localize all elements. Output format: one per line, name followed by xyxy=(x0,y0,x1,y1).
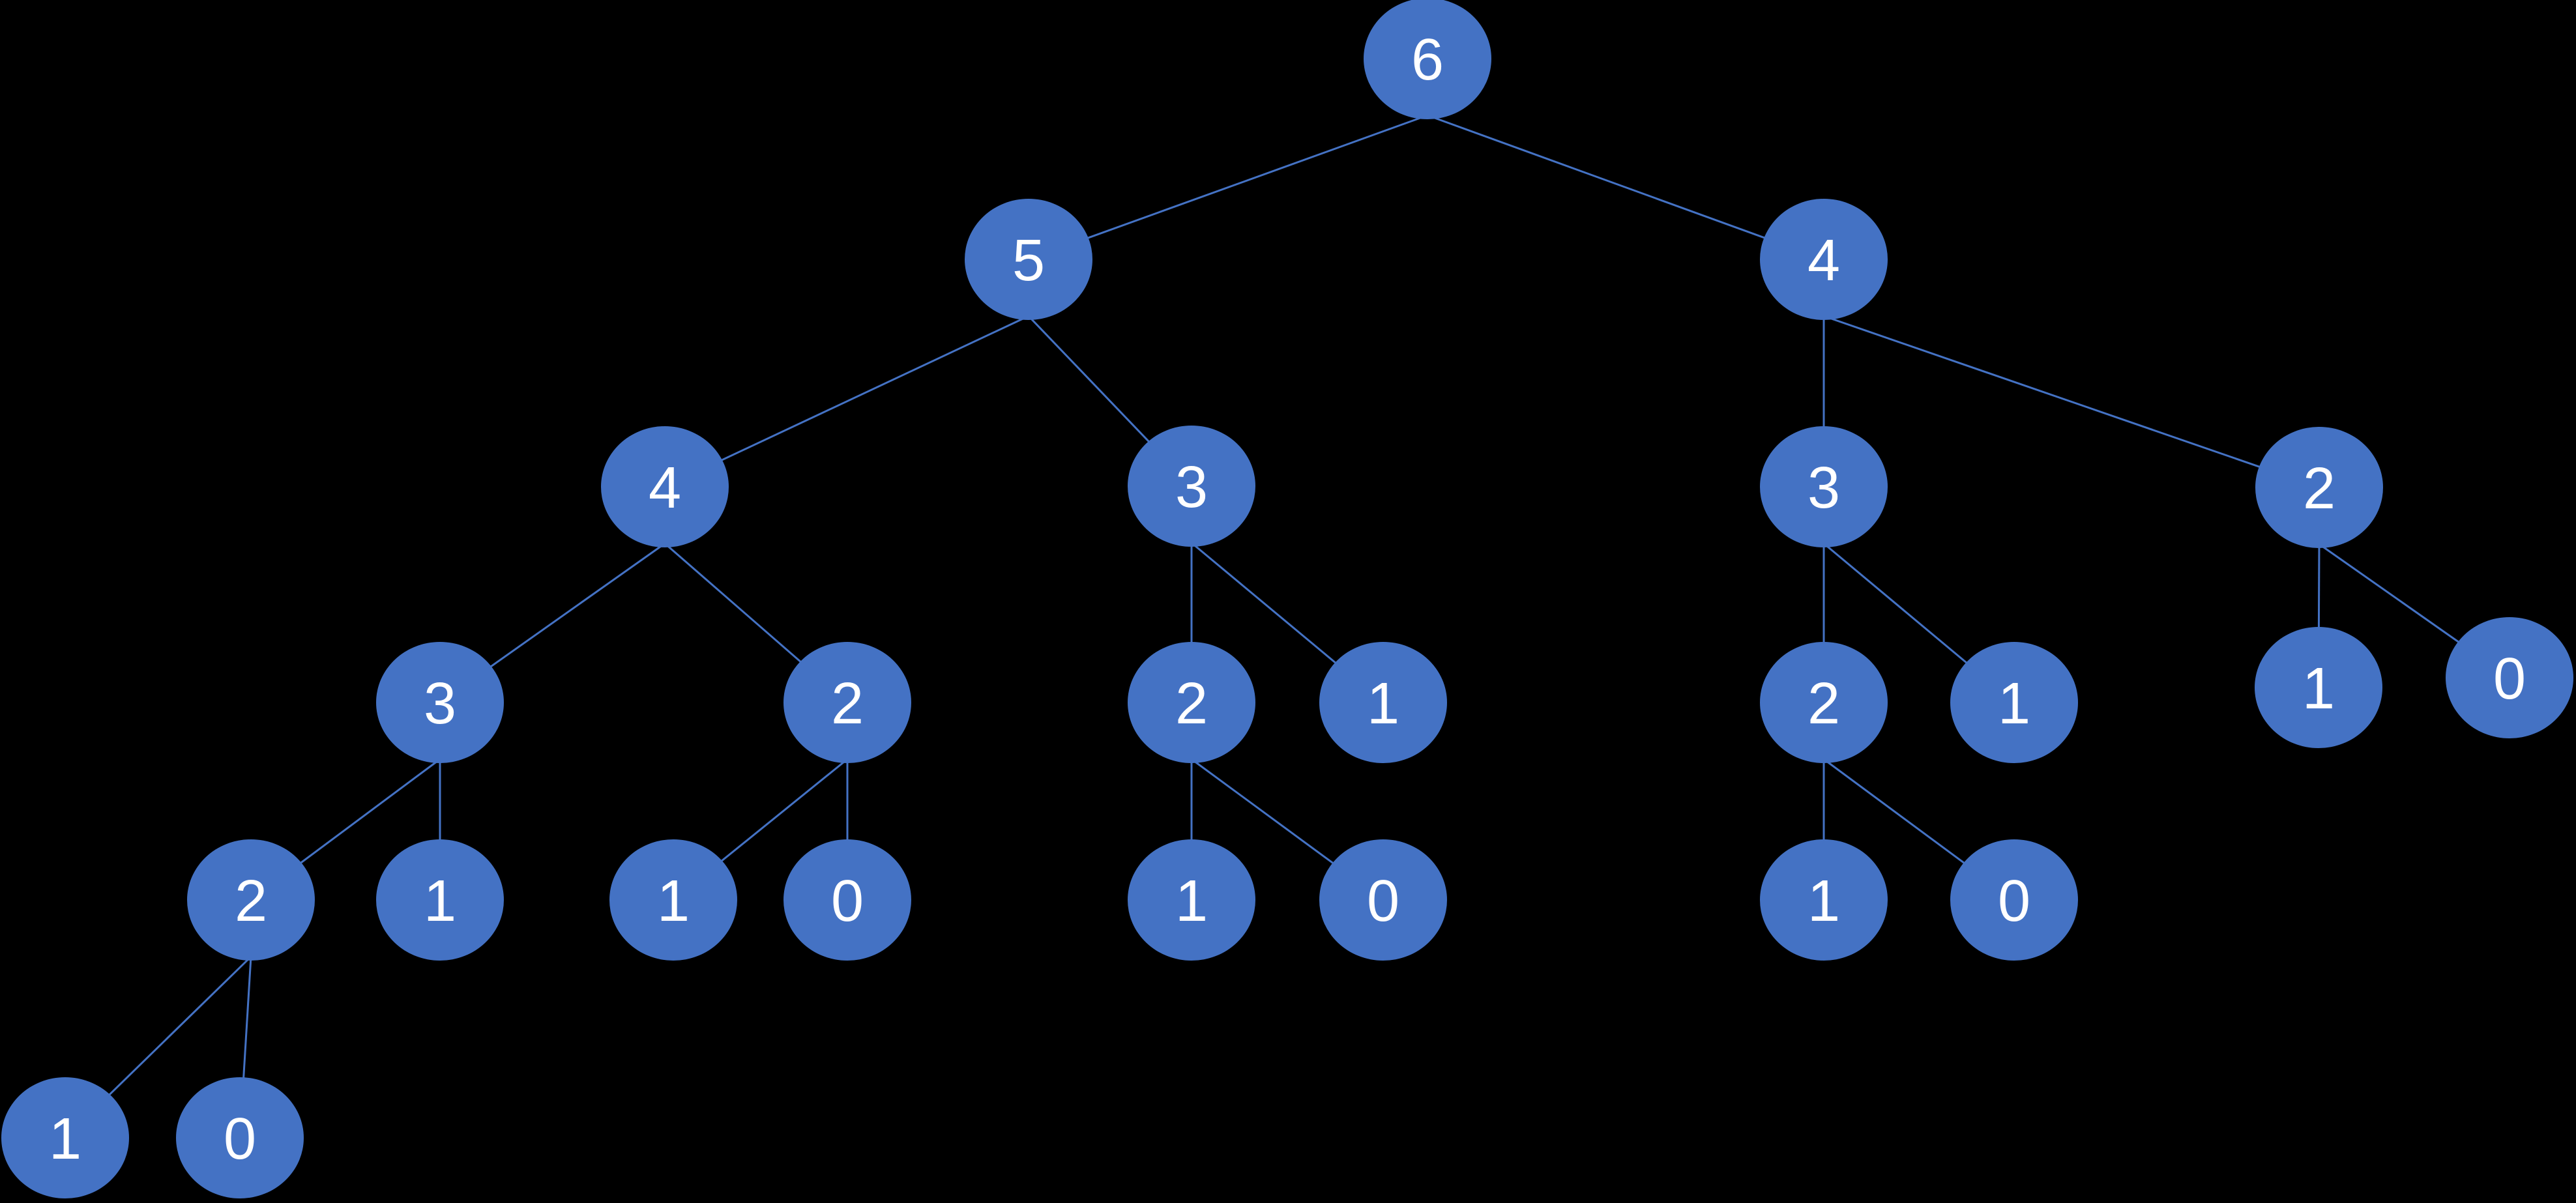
tree-edges-layer xyxy=(64,114,2510,1139)
tree-node-circle xyxy=(783,839,911,961)
tree-node-circle xyxy=(1128,426,1255,547)
tree-node-circle xyxy=(1760,199,1888,320)
tree-node-circle xyxy=(1760,642,1888,763)
tree-node: 4 xyxy=(601,426,729,547)
tree-node-circle xyxy=(1950,642,2078,763)
tree-node: 1 xyxy=(1950,642,2078,763)
tree-node-label: 1 xyxy=(1367,671,1399,736)
tree-node-circle xyxy=(783,642,911,763)
tree-node-label: 3 xyxy=(1808,456,1840,521)
tree-node-circle xyxy=(187,839,315,961)
tree-node: 5 xyxy=(965,199,1092,320)
tree-node-circle xyxy=(2255,427,2383,548)
tree-node: 0 xyxy=(783,839,911,961)
tree-node-label: 2 xyxy=(1175,671,1208,736)
tree-node-label: 1 xyxy=(657,869,690,934)
tree-node-label: 0 xyxy=(1998,869,2030,934)
tree-node-label: 1 xyxy=(1175,869,1208,934)
tree-node-label: 1 xyxy=(1998,671,2030,736)
tree-node-circle xyxy=(1950,839,2078,961)
tree-node: 1 xyxy=(1760,839,1888,961)
tree-edge xyxy=(664,315,1029,488)
tree-node: 0 xyxy=(1319,839,1447,961)
tree-node-label: 0 xyxy=(1367,869,1399,934)
tree-node: 2 xyxy=(783,642,911,763)
tree-node: 0 xyxy=(1950,839,2078,961)
tree-node-label: 1 xyxy=(1808,869,1840,934)
tree-node: 1 xyxy=(376,839,504,961)
tree-edge xyxy=(1427,114,1824,261)
tree-node-label: 4 xyxy=(649,456,681,521)
tree-node-label: 4 xyxy=(1808,228,1840,293)
tree-edge xyxy=(1028,114,1428,261)
tree-node-circle xyxy=(965,199,1092,320)
tree-node-circle xyxy=(2255,627,2382,748)
tree-node: 2 xyxy=(187,839,315,961)
tree-node-circle xyxy=(609,839,737,961)
tree-node-circle xyxy=(376,839,504,961)
tree-node: 0 xyxy=(2446,617,2573,738)
tree-node-circle xyxy=(1364,0,1491,119)
tree-node-circle xyxy=(1128,642,1255,763)
tree-node: 0 xyxy=(176,1077,304,1198)
tree-node-circle xyxy=(1760,839,1888,961)
tree-node-label: 2 xyxy=(1808,671,1840,736)
tree-node: 4 xyxy=(1760,199,1888,320)
tree-node: 1 xyxy=(1128,839,1255,961)
tree-node-label: 6 xyxy=(1411,27,1444,93)
tree-node-label: 0 xyxy=(2493,646,2526,712)
tree-node-label: 0 xyxy=(831,869,864,934)
tree-node-circle xyxy=(601,426,729,547)
tree-node-circle xyxy=(1128,839,1255,961)
tree-node-circle xyxy=(1319,642,1447,763)
tree-node-label: 5 xyxy=(1012,228,1045,293)
tree-node: 2 xyxy=(2255,427,2383,548)
tree-node-circle xyxy=(176,1077,304,1198)
tree-node-circle xyxy=(376,642,504,763)
tree-node-label: 1 xyxy=(2302,656,2335,721)
tree-node-circle xyxy=(2446,617,2573,738)
tree-node: 2 xyxy=(1760,642,1888,763)
tree-node: 1 xyxy=(1,1077,129,1198)
tree-node: 3 xyxy=(376,642,504,763)
tree-node: 1 xyxy=(1319,642,1447,763)
tree-node-label: 2 xyxy=(2303,456,2335,521)
tree-node-label: 1 xyxy=(49,1107,81,1172)
tree-node-label: 3 xyxy=(424,671,456,736)
tree-node-label: 2 xyxy=(831,671,864,736)
tree-node: 1 xyxy=(609,839,737,961)
tree-node-label: 0 xyxy=(224,1107,256,1172)
tree-node-circle xyxy=(1,1077,129,1198)
tree-node-label: 2 xyxy=(235,869,267,934)
tree-node-circle xyxy=(1760,426,1888,547)
tree-node: 2 xyxy=(1128,642,1255,763)
tree-node-label: 3 xyxy=(1175,455,1208,520)
tree-node: 3 xyxy=(1760,426,1888,547)
tree-node: 6 xyxy=(1364,0,1491,119)
tree-node-label: 1 xyxy=(424,869,456,934)
tree-node: 3 xyxy=(1128,426,1255,547)
tree-edge xyxy=(1823,315,2320,489)
tree-node: 1 xyxy=(2255,627,2382,748)
tree-node-circle xyxy=(1319,839,1447,961)
